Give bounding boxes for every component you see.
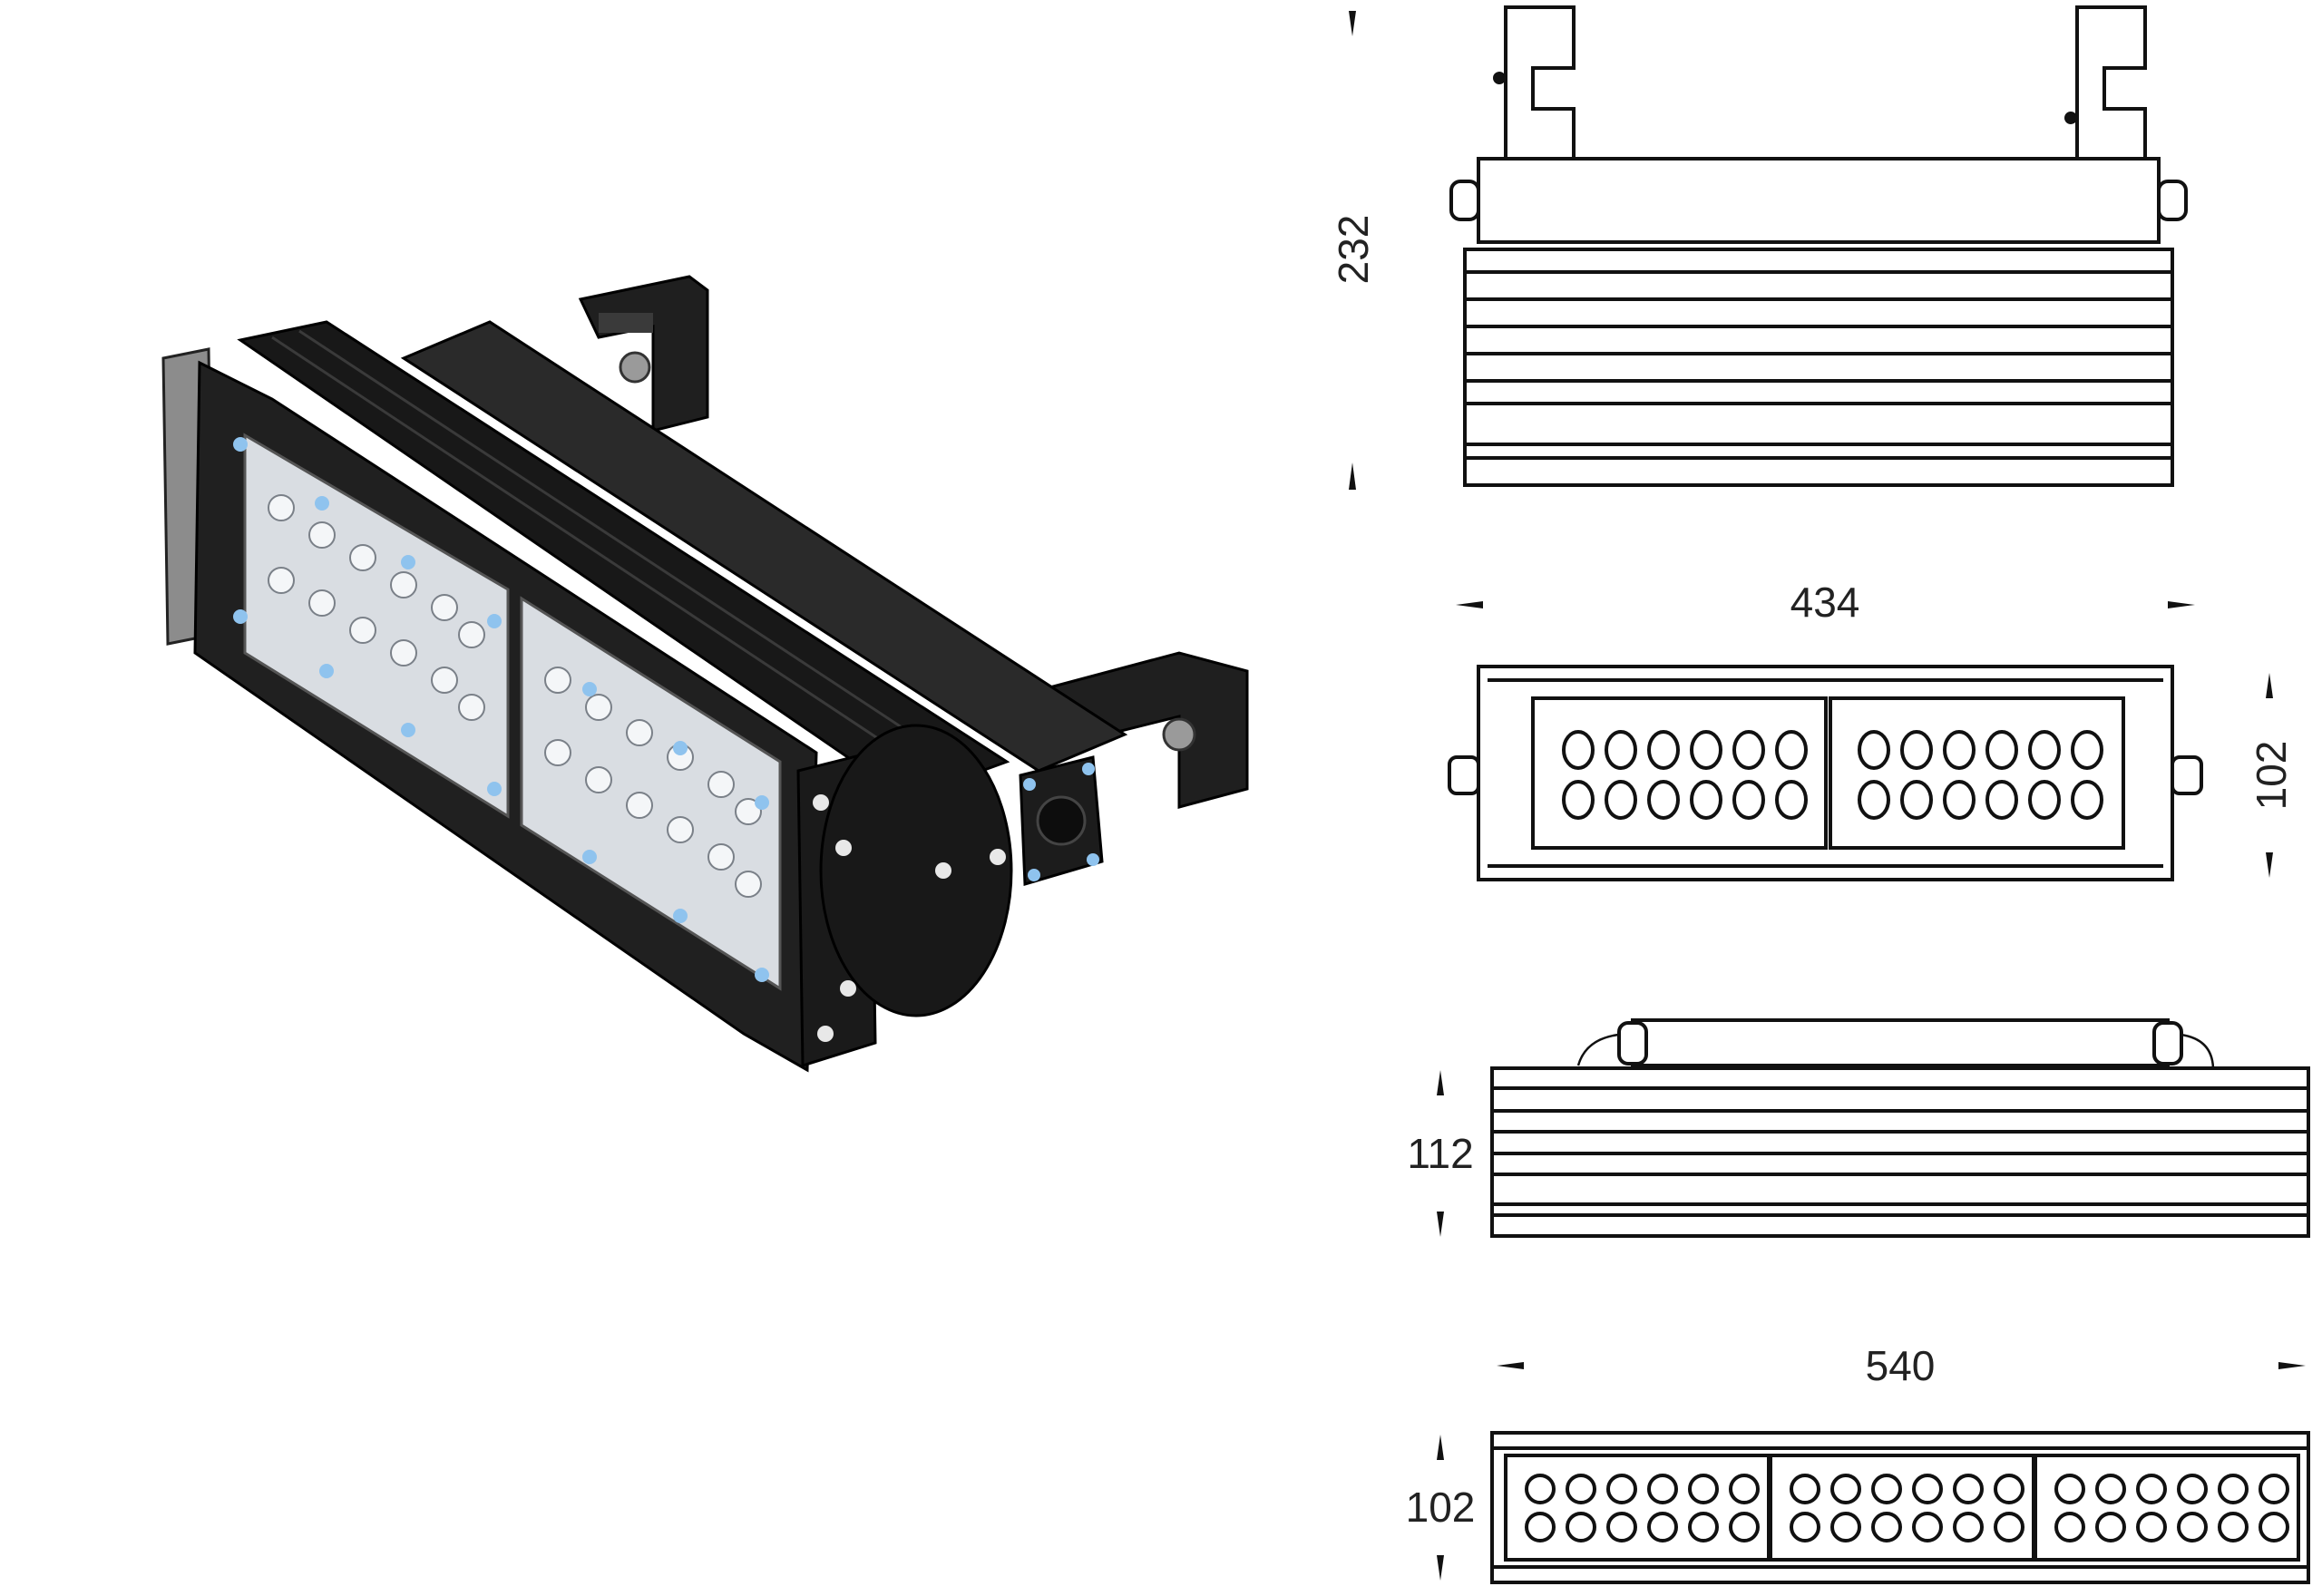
led-lens (2218, 1474, 2249, 1504)
led-lens (1605, 780, 1637, 820)
led-lens (1647, 1474, 1678, 1504)
dimension-102-a: 102 (2248, 673, 2295, 878)
led-lens (1994, 1512, 2024, 1542)
heatsink-body (237, 320, 1010, 800)
dimension-label-540: 540 (1866, 1342, 1936, 1389)
led-lens (1790, 1512, 1820, 1542)
led-lens (1525, 1474, 1556, 1504)
led-lens (1953, 1512, 1984, 1542)
dimension-label-102-b: 102 (1406, 1484, 1476, 1531)
led-lens (2054, 1474, 2085, 1504)
dimension-label-232: 232 (1330, 215, 1377, 285)
led-lens (2071, 780, 2103, 820)
led-lens (1858, 780, 1890, 820)
front-view-434 (1448, 665, 2203, 881)
led-lens (2259, 1474, 2289, 1504)
led-lens (1732, 730, 1765, 770)
side-view-with-brackets (1449, 5, 2188, 487)
dimension-540: 540 (1497, 1342, 2306, 1389)
led-array-iso (268, 494, 762, 898)
led-lens (2095, 1474, 2126, 1504)
led-lens (1605, 730, 1637, 770)
dimension-112: 112 (1407, 1070, 1474, 1237)
led-lens (1912, 1512, 1943, 1542)
led-lens (1943, 730, 1976, 770)
lens-panel-2 (520, 596, 782, 991)
end-cap-round (819, 724, 1013, 1017)
dimension-label-434: 434 (1790, 579, 1860, 626)
cable-connector (1019, 755, 1104, 886)
led-lens (1729, 1512, 1760, 1542)
led-lens (1606, 1512, 1637, 1542)
led-lens (1790, 1474, 1820, 1504)
led-lens (1912, 1474, 1943, 1504)
led-floodlight-isometric-view (161, 275, 1249, 1073)
led-lens (1606, 1474, 1637, 1504)
screw-markers (233, 437, 769, 982)
mounting-bracket-rear (578, 275, 709, 433)
led-lens (2218, 1512, 2249, 1542)
led-lens (1775, 780, 1808, 820)
led-lens (1830, 1474, 1861, 1504)
led-lens (2054, 1512, 2085, 1542)
heatsink-top-bar (400, 320, 1128, 773)
led-lens (1647, 730, 1680, 770)
dimension-label-112: 112 (1407, 1130, 1473, 1177)
led-lens (1566, 1512, 1596, 1542)
front-view-540 (1490, 1431, 2310, 1584)
dimension-label-102-a: 102 (2248, 741, 2295, 811)
led-lens (1690, 780, 1722, 820)
led-lens (2028, 730, 2061, 770)
led-lens (1729, 1474, 1760, 1504)
led-lens (1953, 1474, 1984, 1504)
dimension-232: 232 (1330, 11, 1377, 490)
led-lens (1647, 1512, 1678, 1542)
led-lens (1858, 730, 1890, 770)
led-lens (2177, 1474, 2208, 1504)
led-lens (1871, 1474, 1902, 1504)
dimension-102-b: 102 (1406, 1435, 1476, 1581)
led-lens (1525, 1512, 1556, 1542)
led-lens (1688, 1474, 1719, 1504)
side-view-112 (1490, 1018, 2310, 1238)
led-lens (1775, 730, 1808, 770)
led-lens (1994, 1474, 2024, 1504)
led-lens (1562, 780, 1595, 820)
led-lens (2259, 1512, 2289, 1542)
led-lens (1900, 730, 1933, 770)
led-lens (1985, 780, 2018, 820)
led-lens (1566, 1474, 1596, 1504)
led-lens (2136, 1512, 2167, 1542)
led-lens (1871, 1512, 1902, 1542)
led-lens (2095, 1512, 2126, 1542)
led-lens (1943, 780, 1976, 820)
led-lens (2136, 1474, 2167, 1504)
dimension-434: 434 (1456, 579, 2195, 626)
led-lens (1562, 730, 1595, 770)
led-lens (1688, 1512, 1719, 1542)
led-lens (2071, 730, 2103, 770)
led-lens (1830, 1512, 1861, 1542)
led-lens (1985, 730, 2018, 770)
led-lens (2177, 1512, 2208, 1542)
led-lens (1732, 780, 1765, 820)
led-lens (2028, 780, 2061, 820)
led-lens (1690, 730, 1722, 770)
led-lens (1647, 780, 1680, 820)
led-lens (1900, 780, 1933, 820)
